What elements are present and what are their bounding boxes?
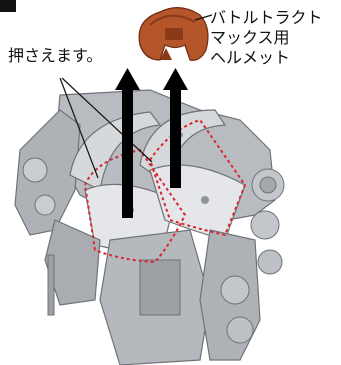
helmet-label-line3: ヘルメット [210,48,291,67]
step-badge [0,0,16,12]
up-arrow [115,68,188,218]
helmet-label: バトルトラクト マックス用 ヘルメット [210,8,322,68]
helmet-leader-line [194,14,213,21]
helmet-label-line2: マックス用 [210,28,290,47]
helmet-illustration [138,7,209,61]
press-here-label: 押さえます。 [8,46,103,65]
robot-torso-illustration [14,89,285,365]
callout-leader-lines [59,77,153,179]
helmet-label-line1: バトルトラクト [210,8,323,27]
